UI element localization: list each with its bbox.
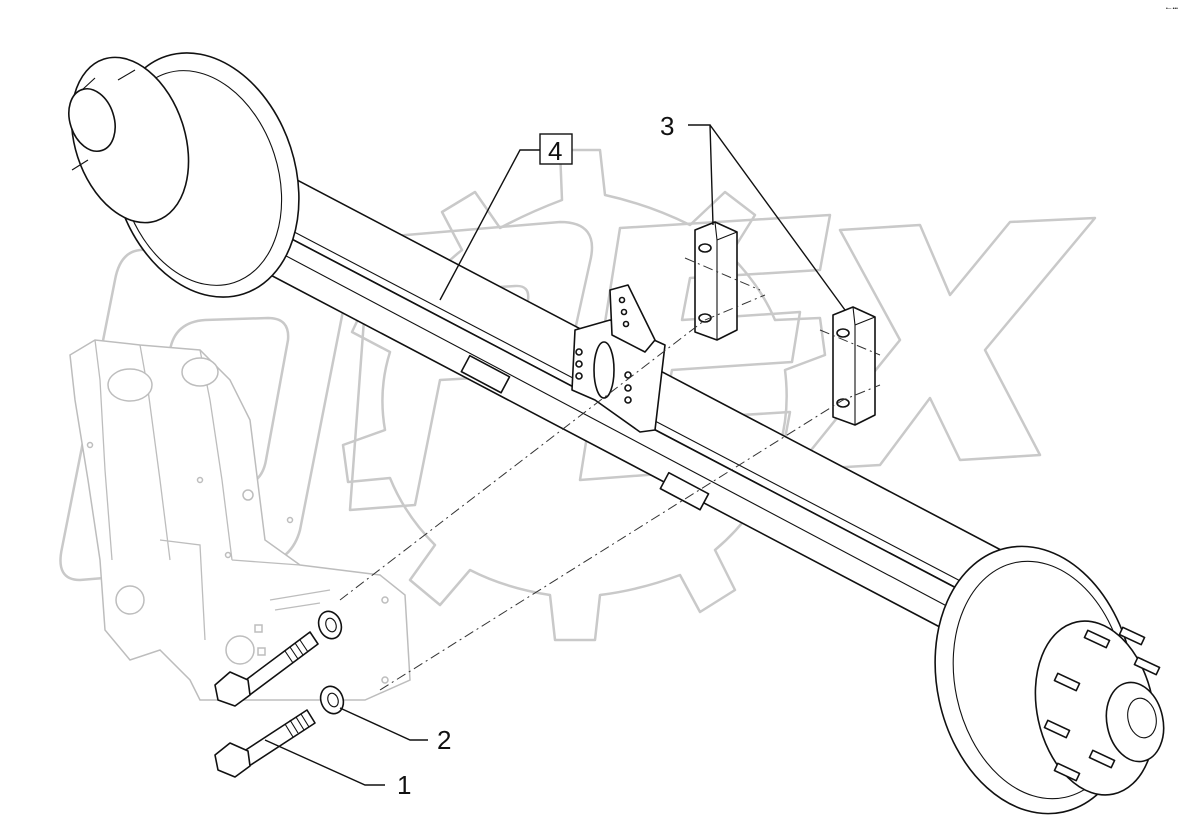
callout-label-4: 4 bbox=[548, 136, 562, 166]
callout-4: 4 bbox=[539, 133, 573, 166]
callout-2: 2 bbox=[437, 725, 451, 755]
mounting-bracket-ghost bbox=[69, 339, 411, 701]
callout-3: 3 bbox=[660, 111, 674, 141]
left-hub bbox=[68, 52, 300, 298]
assembly-centerlines bbox=[339, 257, 881, 691]
callout-label-2: 2 bbox=[437, 725, 451, 755]
right-hub bbox=[934, 545, 1165, 815]
hitch-bracket bbox=[571, 284, 666, 433]
bolt-upper bbox=[214, 631, 319, 707]
leader-lines bbox=[264, 124, 846, 786]
callout-4-box bbox=[539, 133, 573, 165]
callout-label-1: 1 bbox=[397, 770, 411, 800]
washer-upper bbox=[317, 610, 343, 640]
bolt-lower bbox=[214, 709, 316, 778]
spacer-block-lower bbox=[832, 306, 876, 426]
washer-lower bbox=[319, 685, 345, 715]
wheel-studs bbox=[1043, 626, 1161, 782]
callout-1: 1 bbox=[397, 770, 411, 800]
corner-mark: •─ ••• bbox=[1166, 6, 1178, 12]
callout-label-3: 3 bbox=[660, 111, 674, 141]
